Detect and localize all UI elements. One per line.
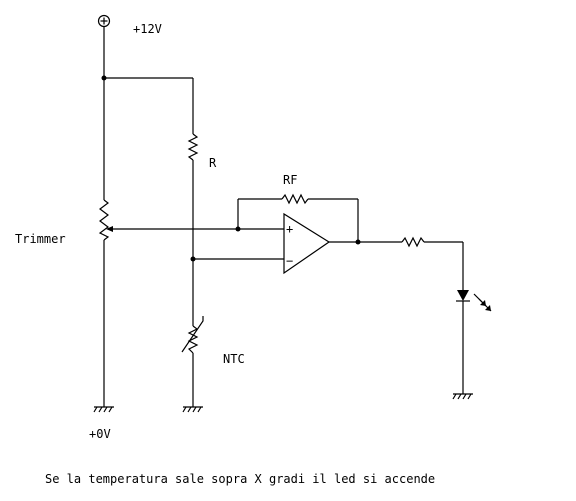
op-amp bbox=[283, 212, 331, 275]
middle-rail bbox=[187, 78, 284, 326]
ntc-label: NTC bbox=[223, 352, 245, 366]
ground-label: +0V bbox=[89, 427, 111, 441]
led-diode bbox=[456, 290, 492, 394]
supply-terminal bbox=[97, 14, 111, 28]
feedback-resistor-rf bbox=[235, 193, 359, 242]
resistor-r-label: R bbox=[209, 156, 217, 170]
ntc-thermistor bbox=[181, 316, 204, 407]
trimmer-label: Trimmer bbox=[15, 232, 66, 246]
left-rail bbox=[101, 27, 193, 407]
opamp-minus-label: − bbox=[286, 254, 293, 268]
supply-label: +12V bbox=[133, 22, 162, 36]
opamp-plus-label: + bbox=[286, 222, 293, 236]
trimmer-potentiometer bbox=[98, 199, 238, 241]
ground-symbol-left bbox=[93, 406, 114, 413]
rf-label: RF bbox=[283, 173, 297, 187]
caption: Se la temperatura sale sopra X gradi il … bbox=[45, 472, 435, 486]
ground-symbol-middle bbox=[182, 406, 203, 413]
led-resistor bbox=[401, 236, 425, 248]
resistor-r bbox=[187, 133, 199, 161]
ground-symbol-right bbox=[452, 393, 473, 400]
output-branch bbox=[329, 236, 464, 290]
